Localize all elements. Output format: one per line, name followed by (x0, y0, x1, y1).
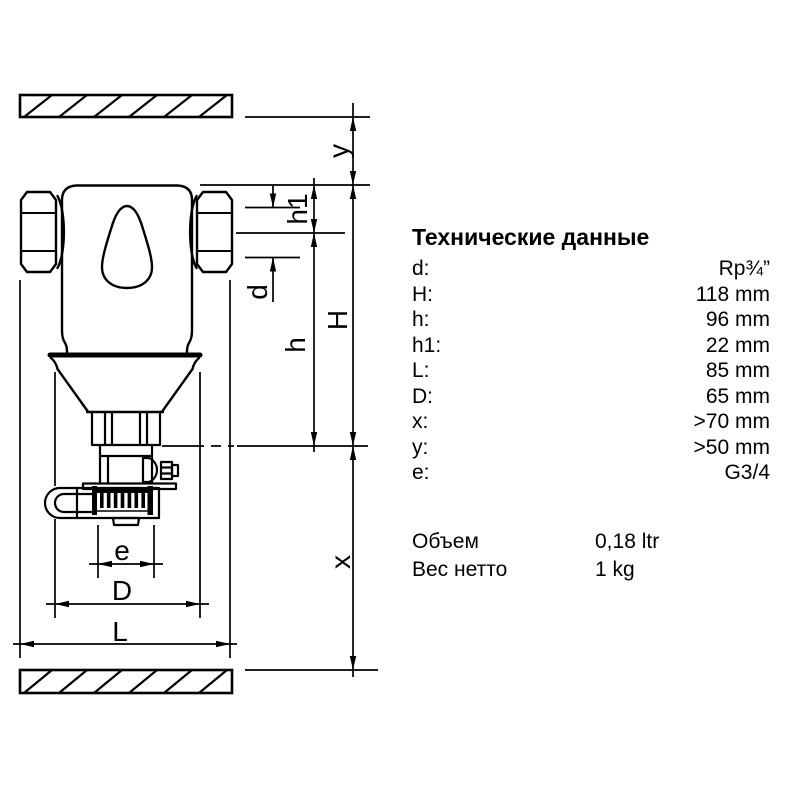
dim-label-D: D (112, 575, 132, 606)
dimension-system: y h1 d h H x e D L (13, 103, 378, 677)
extra-row-net-weight: Вес нетто 1 kg (412, 556, 770, 584)
device-body (60, 184, 194, 356)
spec-value: >70 mm (693, 410, 770, 433)
dim-label-h: h (280, 337, 311, 353)
right-union-nut (189, 190, 234, 274)
spec-label: H: (412, 282, 433, 306)
lower-cone (49, 356, 201, 414)
specs-title: Технические данные (412, 224, 650, 250)
drain-stem (90, 410, 162, 458)
spec-label: h: (412, 308, 430, 331)
spec-value: Rp¾” (718, 257, 770, 280)
spec-row-d: d: Rp¾” (412, 256, 770, 282)
spec-label: y: (412, 435, 429, 459)
spec-value: 22 mm (705, 333, 770, 357)
spec-label: x: (412, 410, 429, 433)
valve-side-outlet (141, 456, 159, 484)
extra-row-volume: Объем 0,18 ltr (412, 528, 770, 556)
dim-label-x: x (325, 555, 356, 569)
outlet-tip (170, 463, 180, 478)
spec-value: 118 mm (695, 282, 770, 306)
top-wall-hatch (23, 94, 228, 118)
hose-clamp-lever (43, 486, 161, 520)
spec-row-h: h: 96 mm (412, 307, 770, 333)
spec-label: D: (412, 384, 433, 408)
spec-label: d: (412, 257, 430, 280)
right-tailpiece-arc (189, 194, 198, 270)
extra-value: 1 kg (595, 557, 635, 581)
drain-valve (81, 454, 180, 491)
ext-lines-L (19, 280, 231, 658)
spec-row-x: x: >70 mm (412, 409, 770, 435)
top-wall (18, 93, 234, 119)
spec-value: G3/4 (724, 461, 770, 484)
spec-label: L: (412, 359, 430, 382)
outlet-nut (159, 460, 174, 481)
ext-lines-e (97, 525, 155, 578)
dim-label-L: L (112, 616, 128, 647)
extra-label: Вес нетто (412, 557, 508, 581)
dim-label-h1: h1 (282, 193, 313, 224)
dim-label-H: H (322, 310, 353, 330)
spec-value: >50 mm (693, 435, 770, 459)
spec-value: 96 mm (705, 308, 770, 331)
spec-value: 85 mm (705, 359, 770, 382)
spec-row-L: L: 85 mm (412, 358, 770, 384)
sight-hole (100, 204, 154, 290)
spec-row-h1: h1: 22 mm (412, 333, 770, 359)
spec-value: 65 mm (705, 384, 770, 408)
bottom-wall-hatch (23, 669, 228, 694)
extra-label: Объем (412, 530, 479, 553)
extra-value: 0,18 ltr (595, 530, 660, 553)
spec-label: h1: (412, 333, 442, 357)
dim-label-y: y (323, 144, 354, 158)
spec-row-D: D: 65 mm (412, 384, 770, 410)
dimension-labels: y h1 d h H x e D L (112, 144, 356, 647)
separator-device (19, 184, 234, 527)
drain-spout (111, 516, 141, 527)
spec-row-e: e: G3/4 (412, 460, 770, 486)
arrowheads (20, 117, 357, 670)
clamp-teeth (92, 486, 153, 515)
specs-panel: Технические данные d: Rp¾” H: 118 mm h: … (412, 0, 770, 800)
dim-label-e: e (114, 535, 130, 566)
ext-lines-D (54, 372, 201, 618)
left-tailpiece-arc (56, 194, 65, 270)
dim-label-d: d (242, 284, 273, 300)
spec-row-H: H: 118 mm (412, 282, 770, 308)
left-union-nut (19, 190, 65, 274)
spec-row-y: y: >50 mm (412, 435, 770, 461)
bottom-wall (18, 668, 234, 695)
spec-label: e: (412, 461, 430, 484)
